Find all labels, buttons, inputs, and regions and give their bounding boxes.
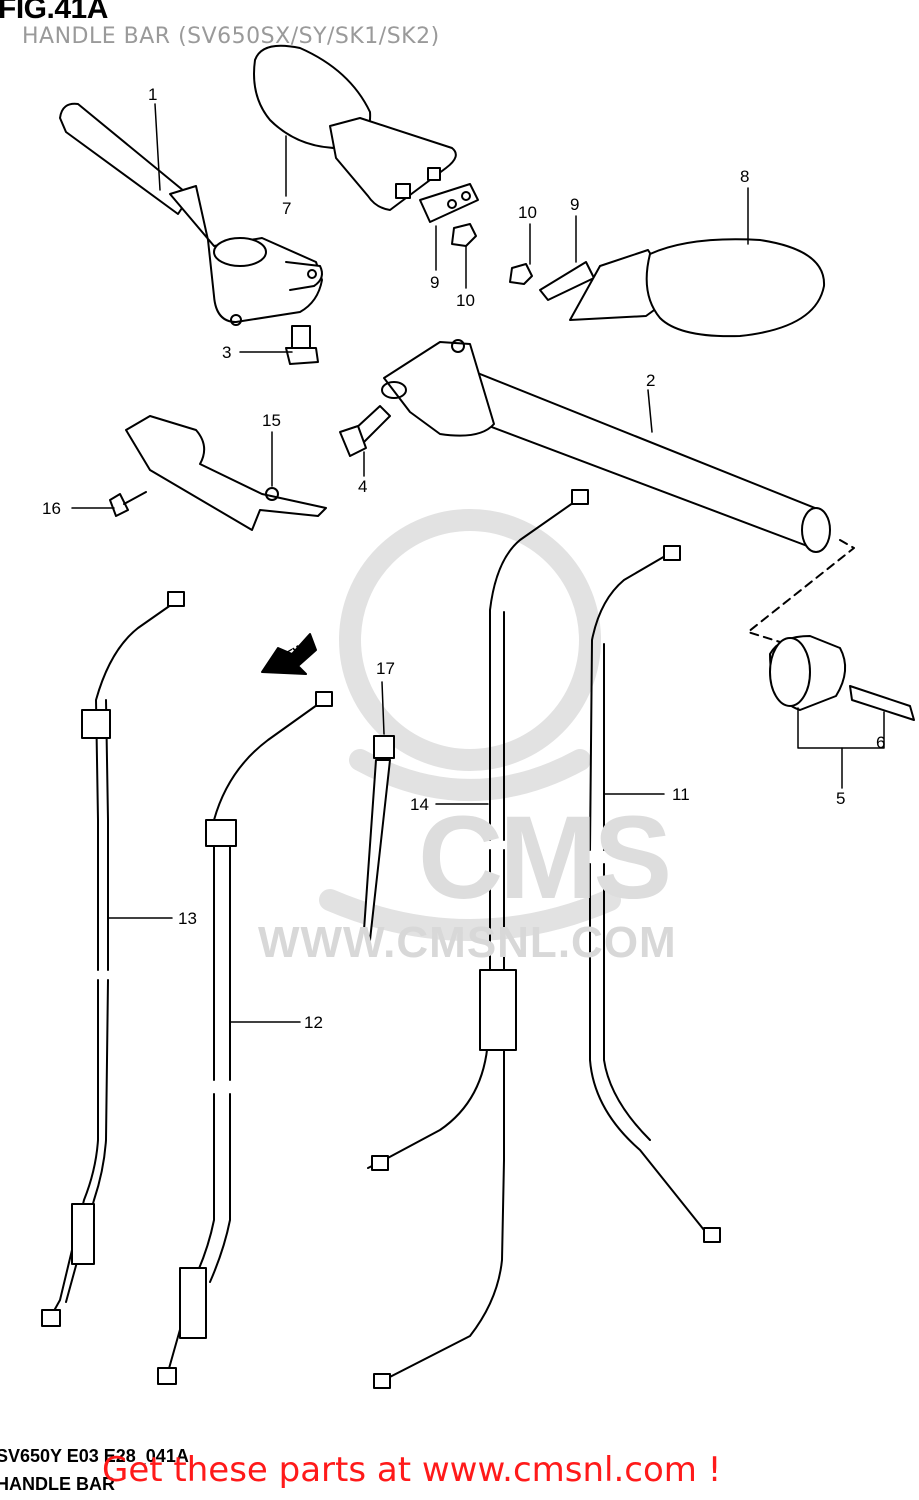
part-12-throttle-cable [157, 691, 333, 1385]
fwd-arrow [261, 633, 317, 675]
callout-3: 3 [222, 343, 232, 362]
part-16-screw [109, 491, 147, 517]
callout-16: 16 [42, 499, 61, 518]
part-5-bar-end [769, 635, 847, 711]
callout-17: 17 [376, 659, 395, 678]
callout-10-left: 10 [456, 291, 475, 310]
part-17-cable-tie [363, 735, 395, 941]
part-13-throttle-cable [41, 591, 185, 1327]
part-1-lever [59, 102, 323, 326]
part-15-guard-wire [125, 415, 327, 531]
leader-lines [71, 103, 885, 1023]
part-10-nut-right [509, 263, 533, 285]
diagram-name: HANDLE BAR [0, 1474, 115, 1494]
callout-10-right: 10 [518, 203, 537, 222]
part-3-bolt [285, 325, 319, 365]
part-8-mirror-right [569, 238, 826, 338]
part-6-bolt [849, 685, 915, 721]
callout-9-left: 9 [430, 273, 440, 292]
part-2-handlebar [381, 339, 831, 553]
parts-cta-link[interactable]: Get these parts at www.cmsnl.com ! [102, 1450, 722, 1490]
part-11-choke-cable [589, 545, 721, 1243]
callout-14: 14 [410, 795, 429, 814]
callout-11: 11 [672, 785, 690, 804]
part-7-mirror-left [253, 44, 457, 211]
callout-1: 1 [148, 85, 158, 104]
figure-subtitle: HANDLE BAR (SV650SX/SY/SK1/SK2) [22, 24, 440, 49]
callout-9-right: 9 [570, 195, 580, 214]
part-14-clutch-cable [367, 489, 589, 1389]
diagram-code: SV650Y E03 E28_041A [0, 1446, 189, 1466]
figure-title: FIG.41A [0, 0, 108, 25]
callout-7: 7 [282, 199, 292, 218]
part-10-nut-left [451, 223, 477, 247]
callout-13: 13 [178, 909, 197, 928]
watermark-brand: CMS [418, 792, 672, 924]
callout-12: 12 [304, 1013, 323, 1032]
callout-15: 15 [262, 411, 281, 430]
callout-4: 4 [358, 477, 368, 496]
callout-2: 2 [646, 371, 656, 390]
callout-8: 8 [740, 167, 750, 186]
watermark-url: WWW.CMSNL.COM [258, 918, 677, 967]
assembly-guide [747, 539, 855, 643]
callout-6: 6 [876, 733, 886, 752]
part-9-clamp-left [419, 183, 479, 223]
callout-5: 5 [836, 789, 846, 808]
part-4-bolt [339, 405, 391, 457]
